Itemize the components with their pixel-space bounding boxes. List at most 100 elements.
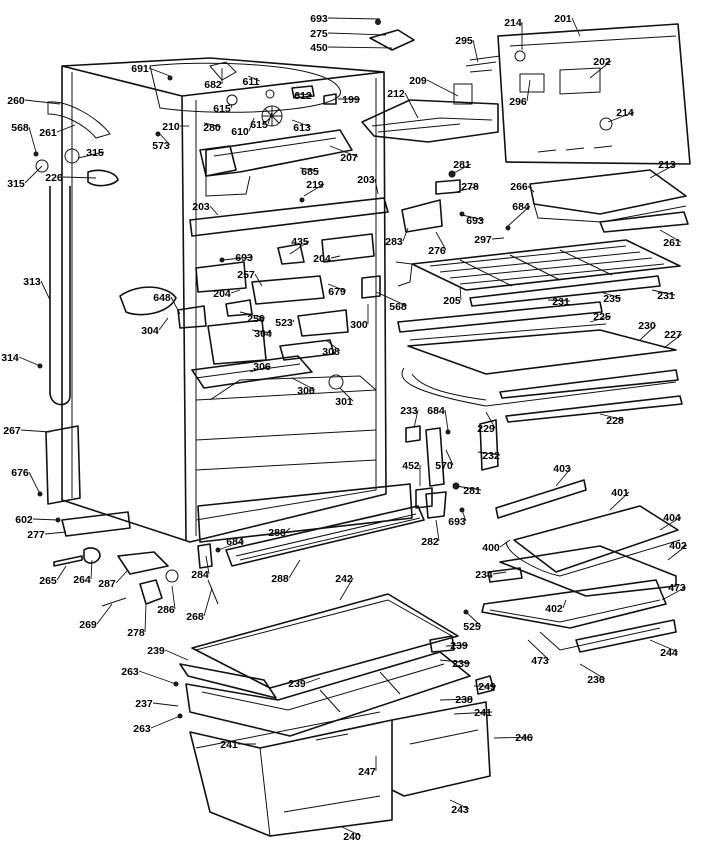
callout-231: 231 xyxy=(547,296,571,308)
callout-261: 261 xyxy=(39,124,76,139)
leader-line xyxy=(40,280,51,301)
part-number-label: 615 xyxy=(213,103,231,115)
leader-line xyxy=(449,799,470,810)
leader-line xyxy=(589,315,612,323)
callout-246: 246 xyxy=(493,732,534,744)
leader-line xyxy=(24,99,61,105)
part-number-label: 237 xyxy=(135,698,153,710)
part-number-label: 243 xyxy=(451,804,469,816)
leader-line xyxy=(289,240,310,255)
callout-227: 227 xyxy=(663,329,683,349)
callout-286: 286 xyxy=(157,585,176,616)
leader-line xyxy=(77,151,105,159)
door-brackets xyxy=(277,179,461,299)
part-number-label: 401 xyxy=(611,487,629,499)
callout-204: 204 xyxy=(213,288,241,300)
callout-241: 241 xyxy=(220,739,256,751)
callout-612: 612 xyxy=(294,90,313,102)
leader-line xyxy=(203,122,222,128)
leader-line xyxy=(459,285,462,301)
part-number-label: 247 xyxy=(358,766,376,778)
part-number-label: 227 xyxy=(664,329,682,341)
leader-line xyxy=(661,586,687,601)
leader-line xyxy=(491,237,505,240)
callout-568: 568 xyxy=(375,291,408,313)
part-number-label: 693 xyxy=(466,215,484,227)
leader-line xyxy=(239,311,266,319)
part-number-label: 573 xyxy=(152,140,170,152)
leader-line xyxy=(152,702,179,707)
part-number-label: 204 xyxy=(213,288,231,300)
callout-676: 676 xyxy=(11,467,41,495)
leader-line xyxy=(62,176,97,179)
part-number-label: 199 xyxy=(342,94,360,106)
callout-280: 280 xyxy=(203,122,222,134)
callout-401: 401 xyxy=(609,487,630,511)
part-number-label: 281 xyxy=(453,159,471,171)
part-number-label: 648 xyxy=(153,292,171,304)
callout-244: 244 xyxy=(649,639,679,659)
leader-line xyxy=(148,67,171,77)
leader-line xyxy=(248,117,255,132)
part-number-label: 283 xyxy=(385,236,403,248)
part-number-label: 234 xyxy=(475,569,493,581)
control-housing xyxy=(361,23,691,165)
callout-210: 210 xyxy=(162,121,189,133)
part-number-label: 214 xyxy=(616,107,634,119)
part-number-label: 286 xyxy=(157,604,175,616)
callout-278: 278 xyxy=(451,181,480,194)
callout-283: 283 xyxy=(385,227,409,248)
leader-line xyxy=(205,555,210,575)
part-number-label: 228 xyxy=(606,415,624,427)
callout-236: 236 xyxy=(579,663,606,686)
part-number-label: 260 xyxy=(7,95,25,107)
part-number-label: 214 xyxy=(504,17,522,29)
callout-282: 282 xyxy=(421,519,440,548)
callout-313: 313 xyxy=(23,276,51,301)
part-number-label: 265 xyxy=(39,575,57,587)
leader-line xyxy=(28,126,37,153)
callout-230: 230 xyxy=(638,320,657,341)
leader-line xyxy=(439,659,471,664)
leader-line xyxy=(461,509,467,522)
callout-284: 284 xyxy=(191,555,210,581)
leader-line xyxy=(453,711,493,715)
part-number-label: 402 xyxy=(545,603,563,615)
part-number-label: 691 xyxy=(131,63,149,75)
part-number-label: 231 xyxy=(552,296,570,308)
part-number-label: 235 xyxy=(603,293,621,305)
leader-line xyxy=(303,183,325,197)
part-number-label: 203 xyxy=(357,174,375,186)
callout-679: 679 xyxy=(327,283,347,298)
part-number-label: 267 xyxy=(3,425,21,437)
leader-line xyxy=(28,471,41,495)
part-number-label: 263 xyxy=(121,666,139,678)
callout-247: 247 xyxy=(358,756,377,778)
callout-214: 214 xyxy=(504,17,523,50)
leader-line xyxy=(230,289,241,294)
callout-301: 301 xyxy=(335,387,354,408)
part-number-label: 473 xyxy=(668,582,686,594)
leader-line xyxy=(374,178,379,195)
screws xyxy=(33,19,511,719)
leader-line xyxy=(339,387,354,402)
callout-611: 611 xyxy=(243,75,261,88)
lower-hinge-parts xyxy=(53,543,219,607)
leader-line xyxy=(445,449,454,466)
callout-295: 295 xyxy=(455,35,479,63)
leader-line xyxy=(144,603,147,633)
part-number-label: 304 xyxy=(254,328,272,340)
leader-line xyxy=(607,111,635,123)
leader-line xyxy=(96,603,113,625)
callout-523: 523 xyxy=(275,317,295,329)
leader-line xyxy=(164,649,189,661)
part-number-label: 261 xyxy=(663,237,681,249)
part-number-label: 239 xyxy=(450,640,468,652)
callout-213: 213 xyxy=(649,159,677,179)
leader-line xyxy=(329,145,359,158)
callout-232: 232 xyxy=(477,450,501,462)
drain-tube xyxy=(35,101,119,406)
leader-line xyxy=(477,451,501,456)
part-number-label: 236 xyxy=(587,674,605,686)
callout-276: 276 xyxy=(428,231,447,257)
